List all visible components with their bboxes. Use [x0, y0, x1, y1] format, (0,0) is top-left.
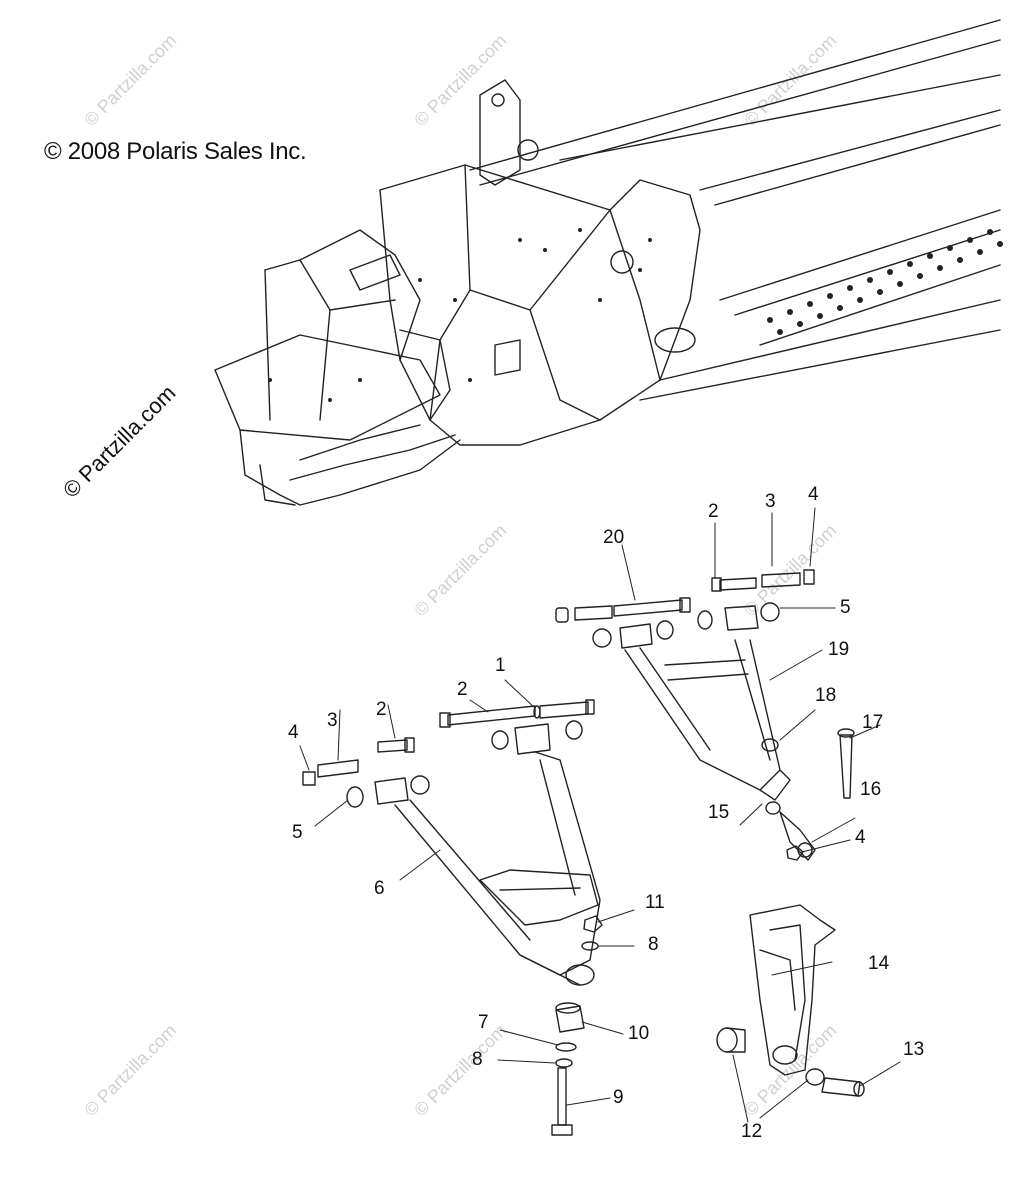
callout-2: 2 — [457, 679, 468, 700]
callout-11: 11 — [645, 892, 665, 913]
callout-12: 12 — [741, 1121, 763, 1142]
callout-8: 8 — [472, 1049, 483, 1070]
copyright-text: © 2008 Polaris Sales Inc. — [44, 138, 307, 165]
callout-8: 8 — [648, 934, 659, 955]
chassis-frame — [214, 19, 1003, 506]
callout-10: 10 — [628, 1023, 650, 1044]
callout-13: 13 — [903, 1039, 925, 1060]
callout-14: 14 — [868, 953, 890, 974]
callout-19: 19 — [828, 639, 850, 660]
callout-15: 15 — [708, 802, 730, 823]
callout-4: 4 — [288, 722, 299, 743]
upper-a-arm-assembly — [555, 569, 855, 861]
callout-4: 4 — [808, 484, 819, 505]
callout-5: 5 — [840, 597, 851, 618]
leader-lines — [299, 507, 901, 1123]
callout-17: 17 — [862, 712, 884, 733]
callout-3: 3 — [327, 710, 338, 731]
callout-6: 6 — [374, 878, 385, 899]
callout-9: 9 — [613, 1087, 624, 1108]
callout-5: 5 — [292, 822, 303, 843]
callout-20: 20 — [603, 527, 625, 548]
callout-18: 18 — [815, 685, 837, 706]
callout-2: 2 — [708, 501, 719, 522]
callout-1: 1 — [495, 655, 506, 676]
callout-7: 7 — [478, 1012, 489, 1033]
callout-4: 4 — [855, 827, 866, 848]
lower-a-arm-assembly — [302, 699, 603, 1136]
callout-3: 3 — [765, 491, 776, 512]
spindle — [716, 904, 865, 1097]
callout-2: 2 — [376, 699, 387, 720]
callout-16: 16 — [860, 779, 882, 800]
